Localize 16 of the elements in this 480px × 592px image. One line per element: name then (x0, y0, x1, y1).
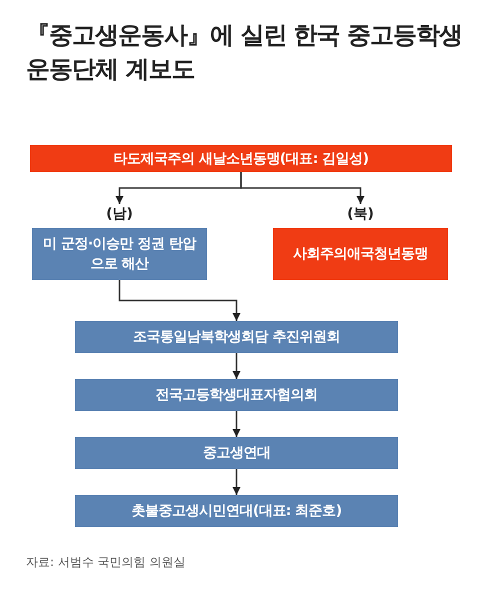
organization-box: 전국고등학생대표자협의회 (75, 379, 398, 411)
organization-box: 중고생연대 (75, 437, 398, 469)
arrow (118, 280, 240, 321)
organization-box: 조국통일남북학생회담 추진위원회 (75, 321, 398, 353)
source-note: 자료: 서범수 국민의힘 의원실 (26, 554, 186, 571)
branch-label: (남) (105, 205, 134, 224)
arrow (240, 172, 364, 204)
organization-box: 미 군정·이승만 정권 탄압으로 해산 (32, 228, 207, 280)
organization-box: 사회주의애국청년동맹 (273, 228, 448, 280)
organization-box: 촛불중고생시민연대(대표: 최준호) (75, 495, 398, 527)
organization-box: 타도제국주의 새날소년동맹(대표: 김일성) (30, 145, 452, 172)
branch-label: (북) (346, 205, 375, 224)
arrow (232, 353, 240, 379)
title: 『중고생운동사』에 실린 한국 중고등학생 운동단체 계보도 (26, 20, 464, 85)
arrow (232, 411, 240, 437)
arrow (232, 469, 240, 495)
